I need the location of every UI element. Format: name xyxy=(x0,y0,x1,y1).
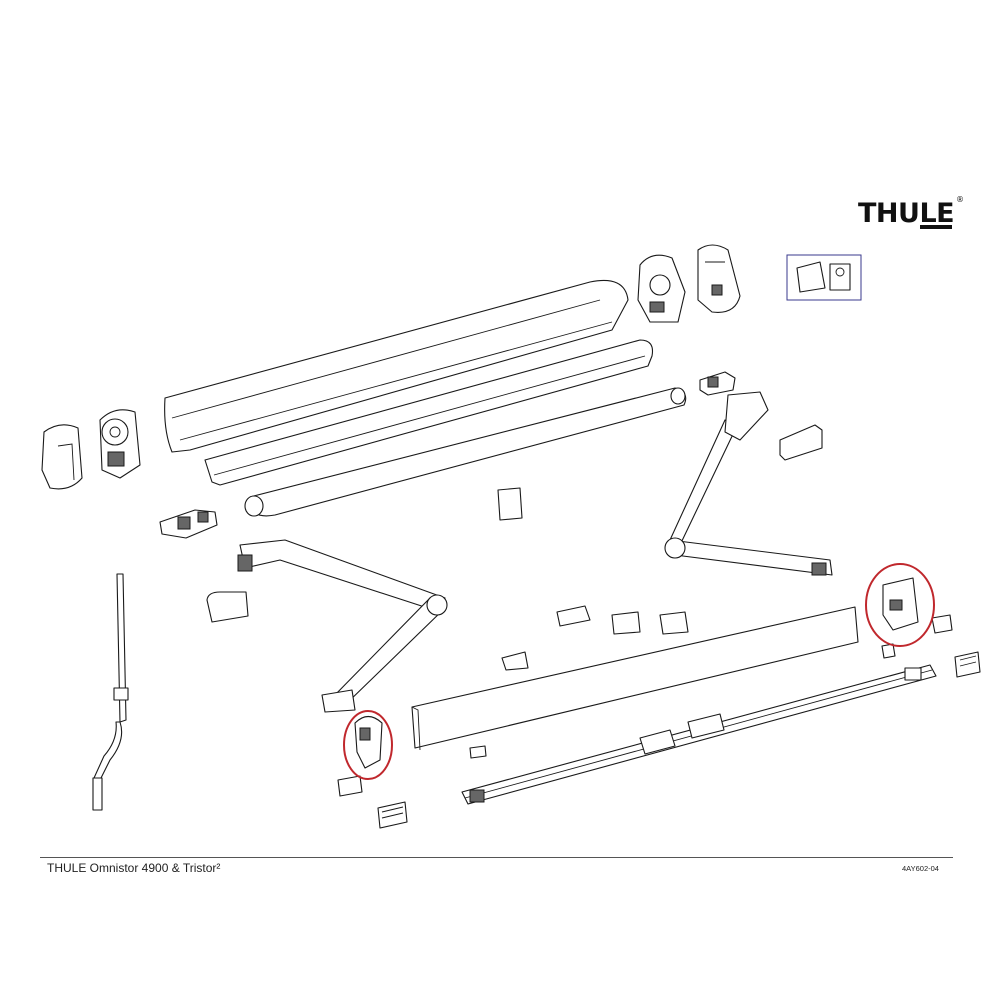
right-cover-plate xyxy=(779,424,823,461)
right-folding-arm xyxy=(664,391,833,576)
crank-handle xyxy=(92,573,129,811)
right-end-cover xyxy=(697,244,741,313)
left-small-cap xyxy=(337,775,363,797)
front-profile xyxy=(204,339,654,486)
front-bar xyxy=(461,643,937,805)
right-gear-coupling xyxy=(699,371,736,396)
left-end-cap xyxy=(354,715,383,769)
center-clip xyxy=(497,487,523,521)
highlight-ring-left xyxy=(343,710,393,780)
inset-detail xyxy=(786,254,862,301)
left-gear-coupling xyxy=(159,509,218,539)
right-end-cap xyxy=(882,577,919,631)
highlight-ring-right xyxy=(865,563,935,647)
roller-tube xyxy=(244,387,687,517)
right-end-plate xyxy=(954,651,981,678)
cassette-housing xyxy=(164,279,629,453)
registered-mark: ® xyxy=(956,195,964,204)
front-panel xyxy=(411,606,859,751)
left-end-bracket xyxy=(99,409,141,479)
thule-logo: THULE ® xyxy=(858,196,964,229)
logo-text: THULE xyxy=(858,198,955,229)
footer-divider xyxy=(40,857,953,858)
center-small-parts xyxy=(469,605,689,759)
right-end-bracket xyxy=(637,254,686,323)
left-end-plate xyxy=(377,801,408,829)
logo-sub-bar xyxy=(920,225,952,229)
document-number: 4AY602-04 xyxy=(902,864,939,873)
right-small-cap xyxy=(931,614,953,634)
left-folding-arm xyxy=(237,539,448,713)
left-end-cover xyxy=(41,424,83,490)
diagram-caption: THULE Omnistor 4900 & Tristor² xyxy=(47,861,221,875)
left-cover-plate xyxy=(206,591,249,623)
